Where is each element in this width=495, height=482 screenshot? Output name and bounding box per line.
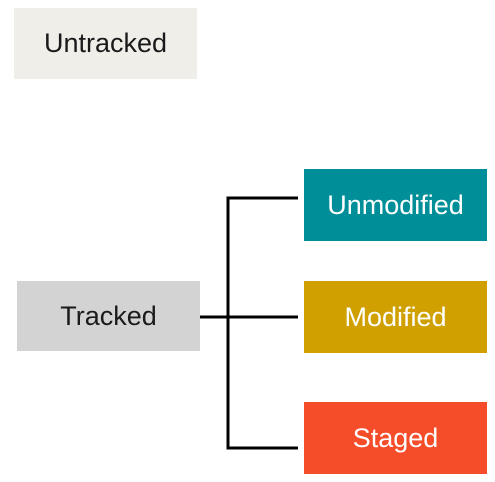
- modified-node: Modified: [304, 281, 487, 353]
- untracked-label: Untracked: [43, 28, 168, 58]
- unmodified-label: Unmodified: [327, 189, 464, 220]
- staged-label: Staged: [352, 422, 439, 453]
- staged-node: Staged: [304, 402, 487, 474]
- untracked-node: Untracked: [14, 8, 197, 79]
- tracked-label: Tracked: [60, 300, 157, 331]
- tracked-node: Tracked: [17, 281, 200, 351]
- unmodified-node: Unmodified: [304, 169, 487, 241]
- modified-label: Modified: [344, 301, 447, 332]
